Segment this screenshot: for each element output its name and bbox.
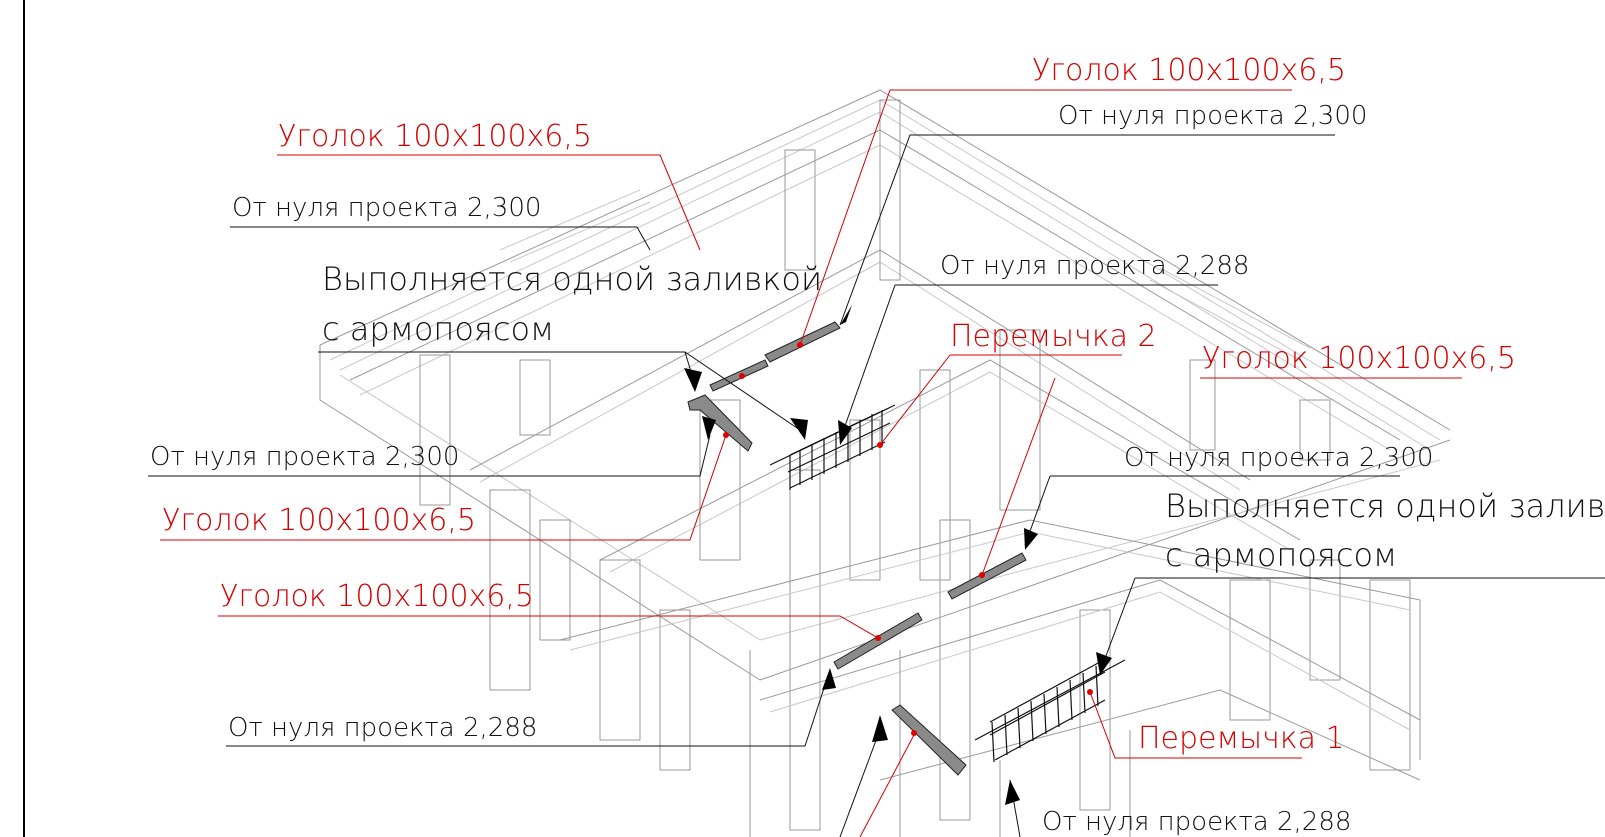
label-angle-mid-right: Уголок 100х100х6,5 xyxy=(1202,341,1516,376)
label-angle-top-left: Уголок 100х100х6,5 xyxy=(278,119,592,154)
arrowheads xyxy=(684,305,1112,805)
label-angle-lower-left: Уголок 100х100х6,5 xyxy=(220,579,534,614)
angle-upper-short xyxy=(709,359,769,392)
label-elevation-mid-right: От нуля проекта 2,300 xyxy=(1124,443,1433,473)
label-pour-note-right-line2: с армопоясом xyxy=(1165,536,1397,574)
rebar-cage-lintel-2 xyxy=(769,404,896,490)
label-elevation-top-right: От нуля проекта 2,300 xyxy=(1058,101,1367,131)
callout-labels: Уголок 100х100х6,5 От нуля проекта 2,300… xyxy=(150,53,1605,837)
angle-upper-ridge xyxy=(764,321,841,363)
angle-mid-right xyxy=(947,552,1027,600)
red-markers xyxy=(723,342,1093,736)
label-pour-note-right-line1: Выполняется одной заливк xyxy=(1165,487,1605,525)
building-wireframe xyxy=(319,89,1451,837)
label-elevation-lintel-2: От нуля проекта 2,288 xyxy=(940,251,1249,281)
leader-lines xyxy=(148,89,1605,837)
label-elevation-lower-left: От нуля проекта 2,288 xyxy=(228,713,537,743)
label-angle-mid-left: Уголок 100х100х6,5 xyxy=(162,503,476,538)
label-lintel-1: Перемычка 1 xyxy=(1138,721,1345,756)
label-elevation-bottom: От нуля проекта 2,288 xyxy=(1042,807,1351,837)
rebar-cage-lintel-1 xyxy=(974,659,1126,763)
label-pour-note-left-line1: Выполняется одной заливкой xyxy=(322,260,822,298)
label-angle-top-right: Уголок 100х100х6,5 xyxy=(1032,53,1346,88)
angle-upper-left xyxy=(687,394,753,452)
label-elevation-top-left: От нуля проекта 2,300 xyxy=(232,193,541,223)
label-lintel-2: Перемычка 2 xyxy=(950,319,1157,354)
label-elevation-mid-left: От нуля проекта 2,300 xyxy=(150,442,459,472)
label-pour-note-left-line2: с армопоясом xyxy=(322,310,554,348)
steel-angles xyxy=(687,321,1027,776)
angle-lower-center xyxy=(891,704,967,776)
